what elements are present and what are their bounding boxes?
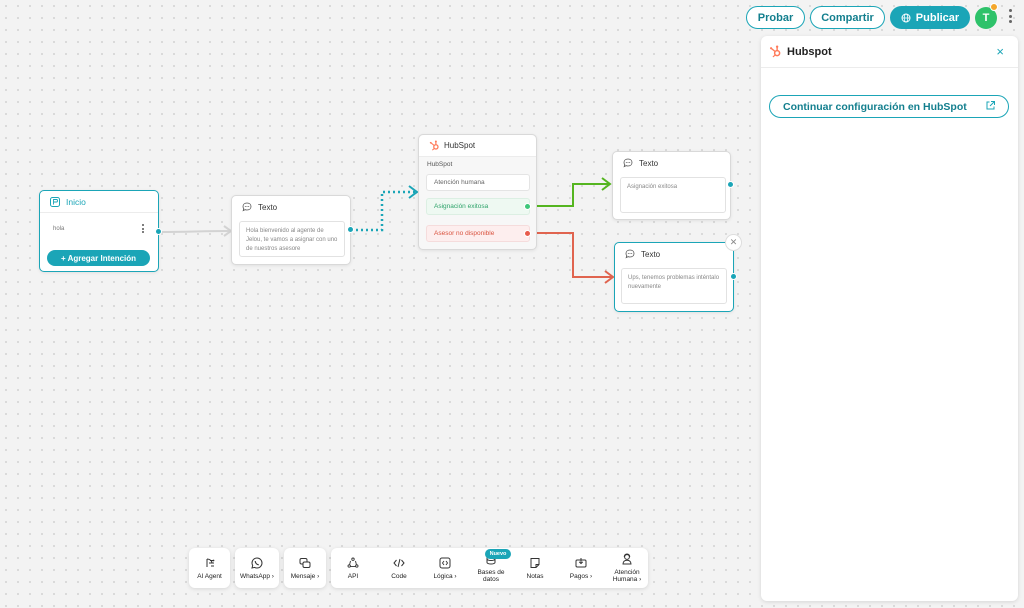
chat-bubble-icon — [623, 158, 633, 168]
edge-failure — [536, 232, 612, 278]
hubspot-node[interactable]: HubSpot HubSpot Atención humana Asignaci… — [418, 134, 537, 250]
inicio-title: Inicio — [66, 196, 86, 207]
logic-icon — [439, 557, 451, 568]
dock-code[interactable]: Code — [381, 548, 417, 588]
texto-node-success[interactable]: Texto Asignación exitosa — [612, 151, 731, 220]
hubspot-node-title: HubSpot — [444, 141, 476, 150]
start-icon — [50, 196, 60, 207]
user-avatar[interactable]: T — [975, 7, 997, 29]
dock-api[interactable]: API — [335, 548, 371, 588]
texto-success-output-port[interactable] — [727, 181, 734, 188]
dock-mensaje[interactable]: Mensaje › — [284, 548, 326, 588]
add-intent-button[interactable]: + Agregar Intención — [47, 250, 150, 266]
texto-node-welcome[interactable]: Texto Hola bienvenido al agente de Jelou… — [231, 195, 351, 265]
dock-mensaje-group: Mensaje › — [284, 548, 326, 588]
globe-icon — [901, 13, 911, 22]
texto-node-failure[interactable]: Texto Ups, tenemos problemas inténtalo n… — [614, 242, 734, 312]
payment-icon — [575, 557, 587, 567]
dock-atencion-humana[interactable]: Atención Humana › — [607, 548, 647, 588]
message-icon — [299, 557, 311, 568]
option-asesor-no-disponible[interactable]: Asesor no disponible — [426, 225, 530, 242]
dock-api-label: API — [347, 572, 359, 580]
dock-code-label: Code — [391, 572, 407, 580]
texto-output-port[interactable] — [347, 226, 354, 233]
texto-title: Texto — [639, 158, 659, 168]
dock-bases-label-1: Bases de — [477, 569, 505, 576]
edge-texto-hubspot-arrow — [408, 185, 419, 199]
texto-title: Texto — [641, 249, 661, 259]
dock-whatsapp-group: WhatsApp › — [235, 548, 279, 588]
dock-logica[interactable]: Lógica › — [425, 548, 465, 588]
compartir-button[interactable]: Compartir — [810, 6, 885, 29]
inicio-output-port[interactable] — [155, 228, 162, 235]
probar-button[interactable]: Probar — [746, 6, 805, 29]
texto-failure-output-port[interactable] — [730, 273, 737, 280]
publicar-label: Publicar — [915, 11, 960, 24]
nuevo-badge: Nuevo — [485, 549, 511, 559]
texto-body: Asignación exitosa — [620, 177, 726, 213]
dock-whatsapp[interactable]: WhatsApp › — [235, 548, 279, 588]
intent-menu-icon[interactable] — [141, 224, 145, 234]
continue-hubspot-config-button[interactable]: Continuar configuración en HubSpot — [769, 95, 1009, 118]
dock-pagos-label: Pagos › — [569, 572, 593, 580]
dock-notas[interactable]: Notas — [517, 548, 553, 588]
panel-header: Hubspot — [761, 36, 1018, 68]
texto-body: Hola bienvenido al agente de Jelou, te v… — [239, 221, 345, 257]
code-icon — [393, 558, 405, 567]
intent-row[interactable]: hola — [47, 221, 151, 237]
hubspot-action-label: Atención humana — [434, 179, 485, 186]
hubspot-icon — [429, 140, 439, 151]
whatsapp-icon — [251, 556, 263, 569]
edge-success-arrow — [601, 177, 612, 191]
option-asignacion-exitosa[interactable]: Asignación exitosa — [426, 198, 530, 215]
hubspot-action-field[interactable]: Atención humana — [426, 174, 530, 191]
close-icon[interactable]: × — [996, 44, 1004, 59]
success-output-port[interactable] — [524, 203, 531, 210]
hubspot-node-subtitle: HubSpot — [427, 161, 453, 168]
human-agent-icon — [622, 553, 632, 565]
ai-agent-icon — [206, 558, 214, 567]
hubspot-icon — [769, 45, 781, 58]
publicar-button[interactable]: Publicar — [890, 6, 970, 29]
dock-ai-agent-label: AI Agent — [197, 572, 222, 580]
more-options-icon[interactable] — [1007, 9, 1013, 27]
hubspot-config-panel: Hubspot × Continuar configuración en Hub… — [761, 36, 1018, 601]
dock-ai-agent[interactable]: AI Agent — [189, 548, 230, 588]
edge-success — [536, 183, 609, 207]
option-success-label: Asignación exitosa — [434, 203, 489, 210]
chat-bubble-icon — [242, 202, 252, 212]
external-link-icon — [986, 101, 995, 110]
dock-mensaje-label: Mensaje › — [290, 572, 320, 580]
option-failure-label: Asesor no disponible — [434, 230, 495, 237]
dock-atencion-label-2: Humana › — [612, 576, 642, 583]
dock-atencion-label-1: Atención — [614, 569, 640, 576]
chat-bubble-icon — [625, 249, 635, 259]
note-icon — [530, 557, 540, 568]
failure-output-port[interactable] — [524, 230, 531, 237]
dock-notas-label: Notas — [526, 572, 544, 580]
edge-inicio-texto — [158, 230, 232, 233]
intent-label: hola — [53, 226, 65, 232]
texto-title: Texto — [258, 202, 278, 212]
panel-title: Hubspot — [787, 45, 832, 58]
edge-texto-hubspot — [351, 190, 416, 232]
dock-logica-label: Lógica › — [433, 572, 457, 580]
dock-ai-agent-group: AI Agent — [189, 548, 230, 588]
edge-failure-arrow — [604, 270, 615, 284]
api-icon — [347, 557, 359, 568]
texto-body: Ups, tenemos problemas inténtalo nuevame… — [621, 268, 727, 304]
delete-node-icon[interactable]: ✕ — [725, 234, 742, 251]
dock-pagos[interactable]: Pagos › — [561, 548, 601, 588]
notification-dot — [990, 3, 998, 11]
inicio-node[interactable]: Inicio hola + Agregar Intención — [39, 190, 159, 272]
dock-bases-label-2: datos — [483, 576, 499, 583]
dock-whatsapp-label: WhatsApp › — [240, 572, 274, 580]
continue-config-label: Continuar configuración en HubSpot — [783, 100, 967, 113]
